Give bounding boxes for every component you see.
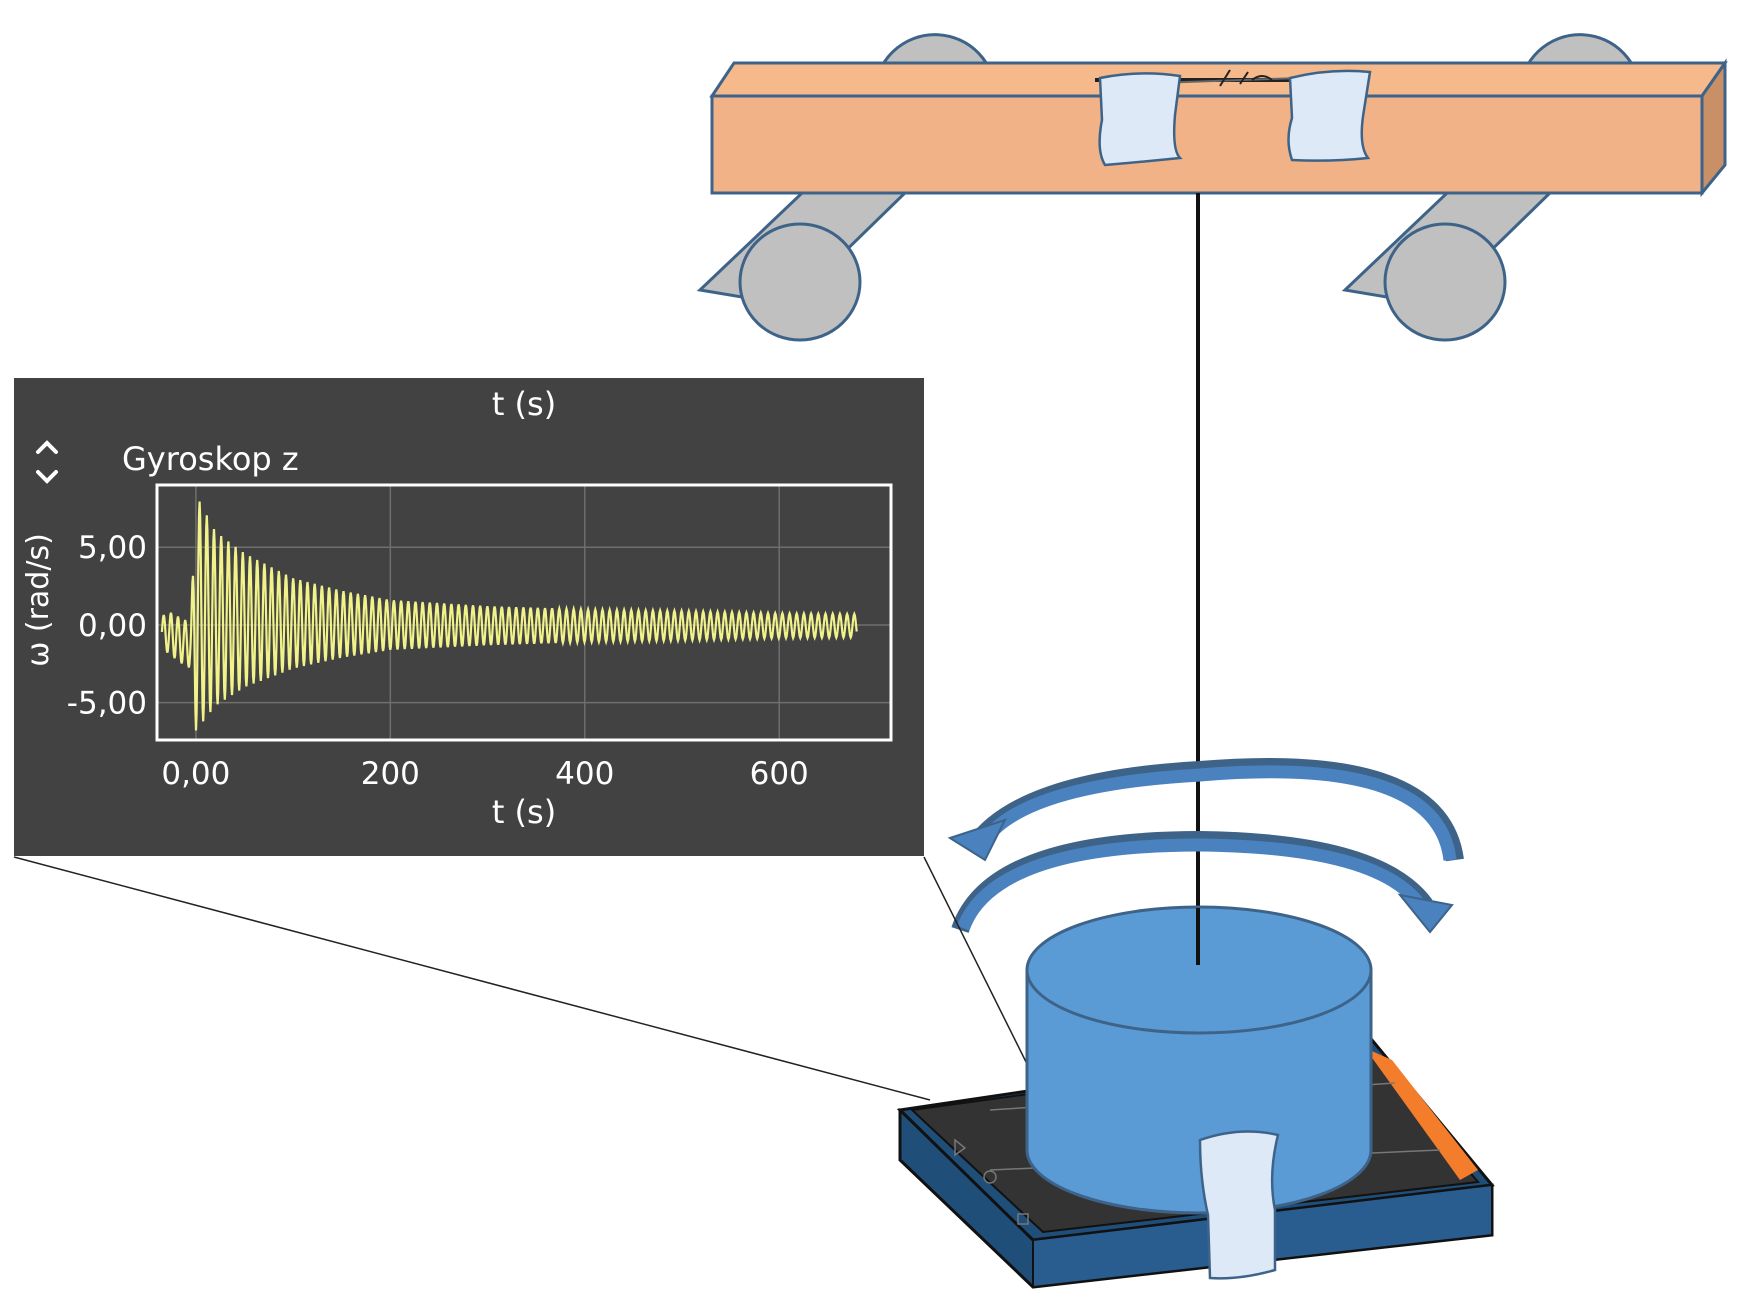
- y-axis-label: ω (rad/s): [21, 533, 56, 667]
- x-tick-label: 0,00: [161, 756, 230, 792]
- x-tick-label: 200: [361, 756, 420, 792]
- y-tick-label: 5,00: [78, 530, 147, 566]
- x-tick-label: 400: [555, 756, 614, 792]
- y-tick-label: 0,00: [78, 608, 147, 644]
- zoom-guide-line: [13, 856, 931, 1101]
- rotation-arrow: [951, 830, 1454, 934]
- gyroscope-panel: t (s) Gyroskop z ω (rad/s) t (s) 0,00 200…: [14, 378, 924, 856]
- plot-frame: [155, 483, 893, 742]
- y-tick-label: -5,00: [67, 686, 147, 722]
- tape-strip: [1198, 1130, 1280, 1280]
- panel-background: [14, 378, 924, 856]
- tape-strip: [1098, 72, 1183, 167]
- cylinder-mass: [1025, 905, 1373, 1215]
- wooden-beam: [709, 58, 1728, 198]
- top-axis-label: t (s): [492, 385, 556, 423]
- chart-tick-labels: 0,00 200 400 600 -5,00 0,00 5,00: [67, 530, 809, 792]
- sensor-title: Gyroskop z: [122, 440, 299, 478]
- x-axis-label: t (s): [492, 793, 556, 831]
- rotation-arrow: [947, 757, 1464, 862]
- x-tick-label: 600: [750, 756, 809, 792]
- gyro-z-trace: [160, 501, 858, 731]
- zoom-guide-line: [923, 856, 1036, 1081]
- up-down-chevrons-icon[interactable]: [36, 440, 58, 484]
- phone-accent-bar: [1365, 1048, 1478, 1180]
- tape-strip: [1287, 69, 1372, 162]
